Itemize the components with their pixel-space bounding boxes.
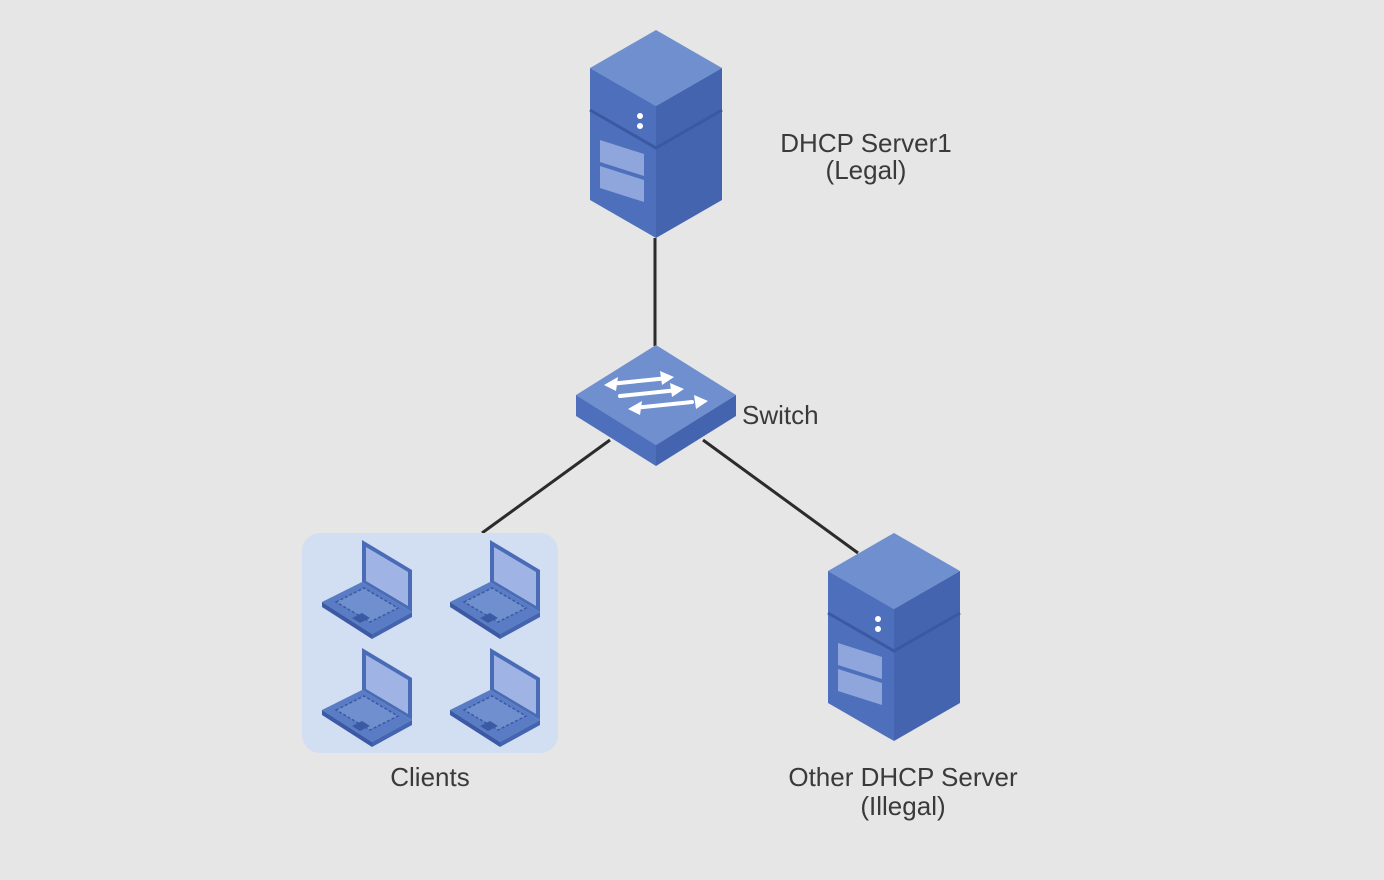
link-switch-clients [481,438,611,535]
legal-dhcp-server: DHCP Server1 (Legal) [588,28,952,240]
legal-server-status: (Legal) [826,155,907,185]
clients-label: Clients [390,762,469,792]
illegal-dhcp-server: Other DHCP Server (Illegal) [788,531,1018,821]
illegal-server-status: (Illegal) [860,791,945,821]
switch: Switch [576,345,819,466]
switch-label: Switch [742,400,819,430]
clients-group: Clients [302,533,558,792]
illegal-server-name: Other DHCP Server [788,762,1018,792]
links [481,238,859,555]
server-icon [826,531,962,743]
legal-server-name: DHCP Server1 [780,128,951,158]
server-icon [588,28,724,240]
link-switch-illegal-server [702,438,859,555]
switch-icon [576,345,736,466]
